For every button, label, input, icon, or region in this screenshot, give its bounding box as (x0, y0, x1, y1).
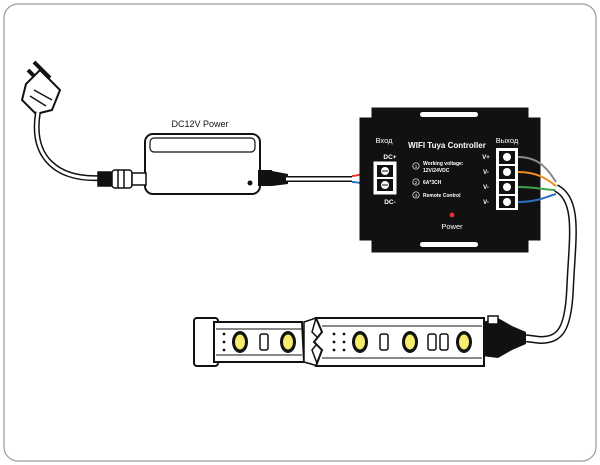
spec-3-num: 3 (415, 193, 418, 198)
power-supply-unit (144, 133, 261, 195)
eu-plug-icon (20, 60, 62, 116)
dc-minus-label: DC- (384, 199, 396, 206)
controller-title: WIFI Tuya Controller (408, 141, 486, 150)
strip-connector (482, 315, 526, 358)
power-indicator-led (449, 212, 455, 218)
controller-body (359, 107, 541, 253)
out-pin-1: V+ (482, 155, 490, 161)
spec-1-line2: 12V/24VDC (423, 168, 450, 174)
spec-3-line1: Remote Control (423, 193, 461, 199)
output-terminal-block (496, 148, 518, 210)
input-terminal-block (373, 161, 397, 195)
spec-1-line1: Working voltage: (423, 161, 464, 167)
spec-1-num: 1 (415, 164, 418, 169)
output-wires (517, 156, 557, 203)
input-label: Вход (376, 136, 394, 145)
dc-plus-label: DC+ (383, 154, 396, 161)
spec-2-num: 2 (415, 180, 418, 185)
led-strip-segment-left (193, 317, 306, 367)
dc-barrel-connector (97, 169, 147, 189)
resistor (427, 333, 437, 351)
led-strip-segment-right (312, 317, 485, 367)
resistor (439, 333, 449, 351)
out-pin-2: V- (483, 170, 489, 176)
out-pin-3: V- (483, 185, 489, 191)
psu-output-relief (258, 170, 288, 186)
resistor (379, 333, 389, 351)
power-supply-label: DC12V Power (171, 119, 228, 129)
spec-2-line1: 6A*3CH (423, 180, 442, 186)
resistor (259, 333, 269, 351)
output-label: Выход (496, 136, 519, 145)
spec-list: 1 Working voltage: 12V/24VDC 2 6A*3CH 3 … (412, 161, 464, 199)
out-pin-4: V- (483, 200, 489, 206)
power-label: Power (441, 222, 463, 231)
